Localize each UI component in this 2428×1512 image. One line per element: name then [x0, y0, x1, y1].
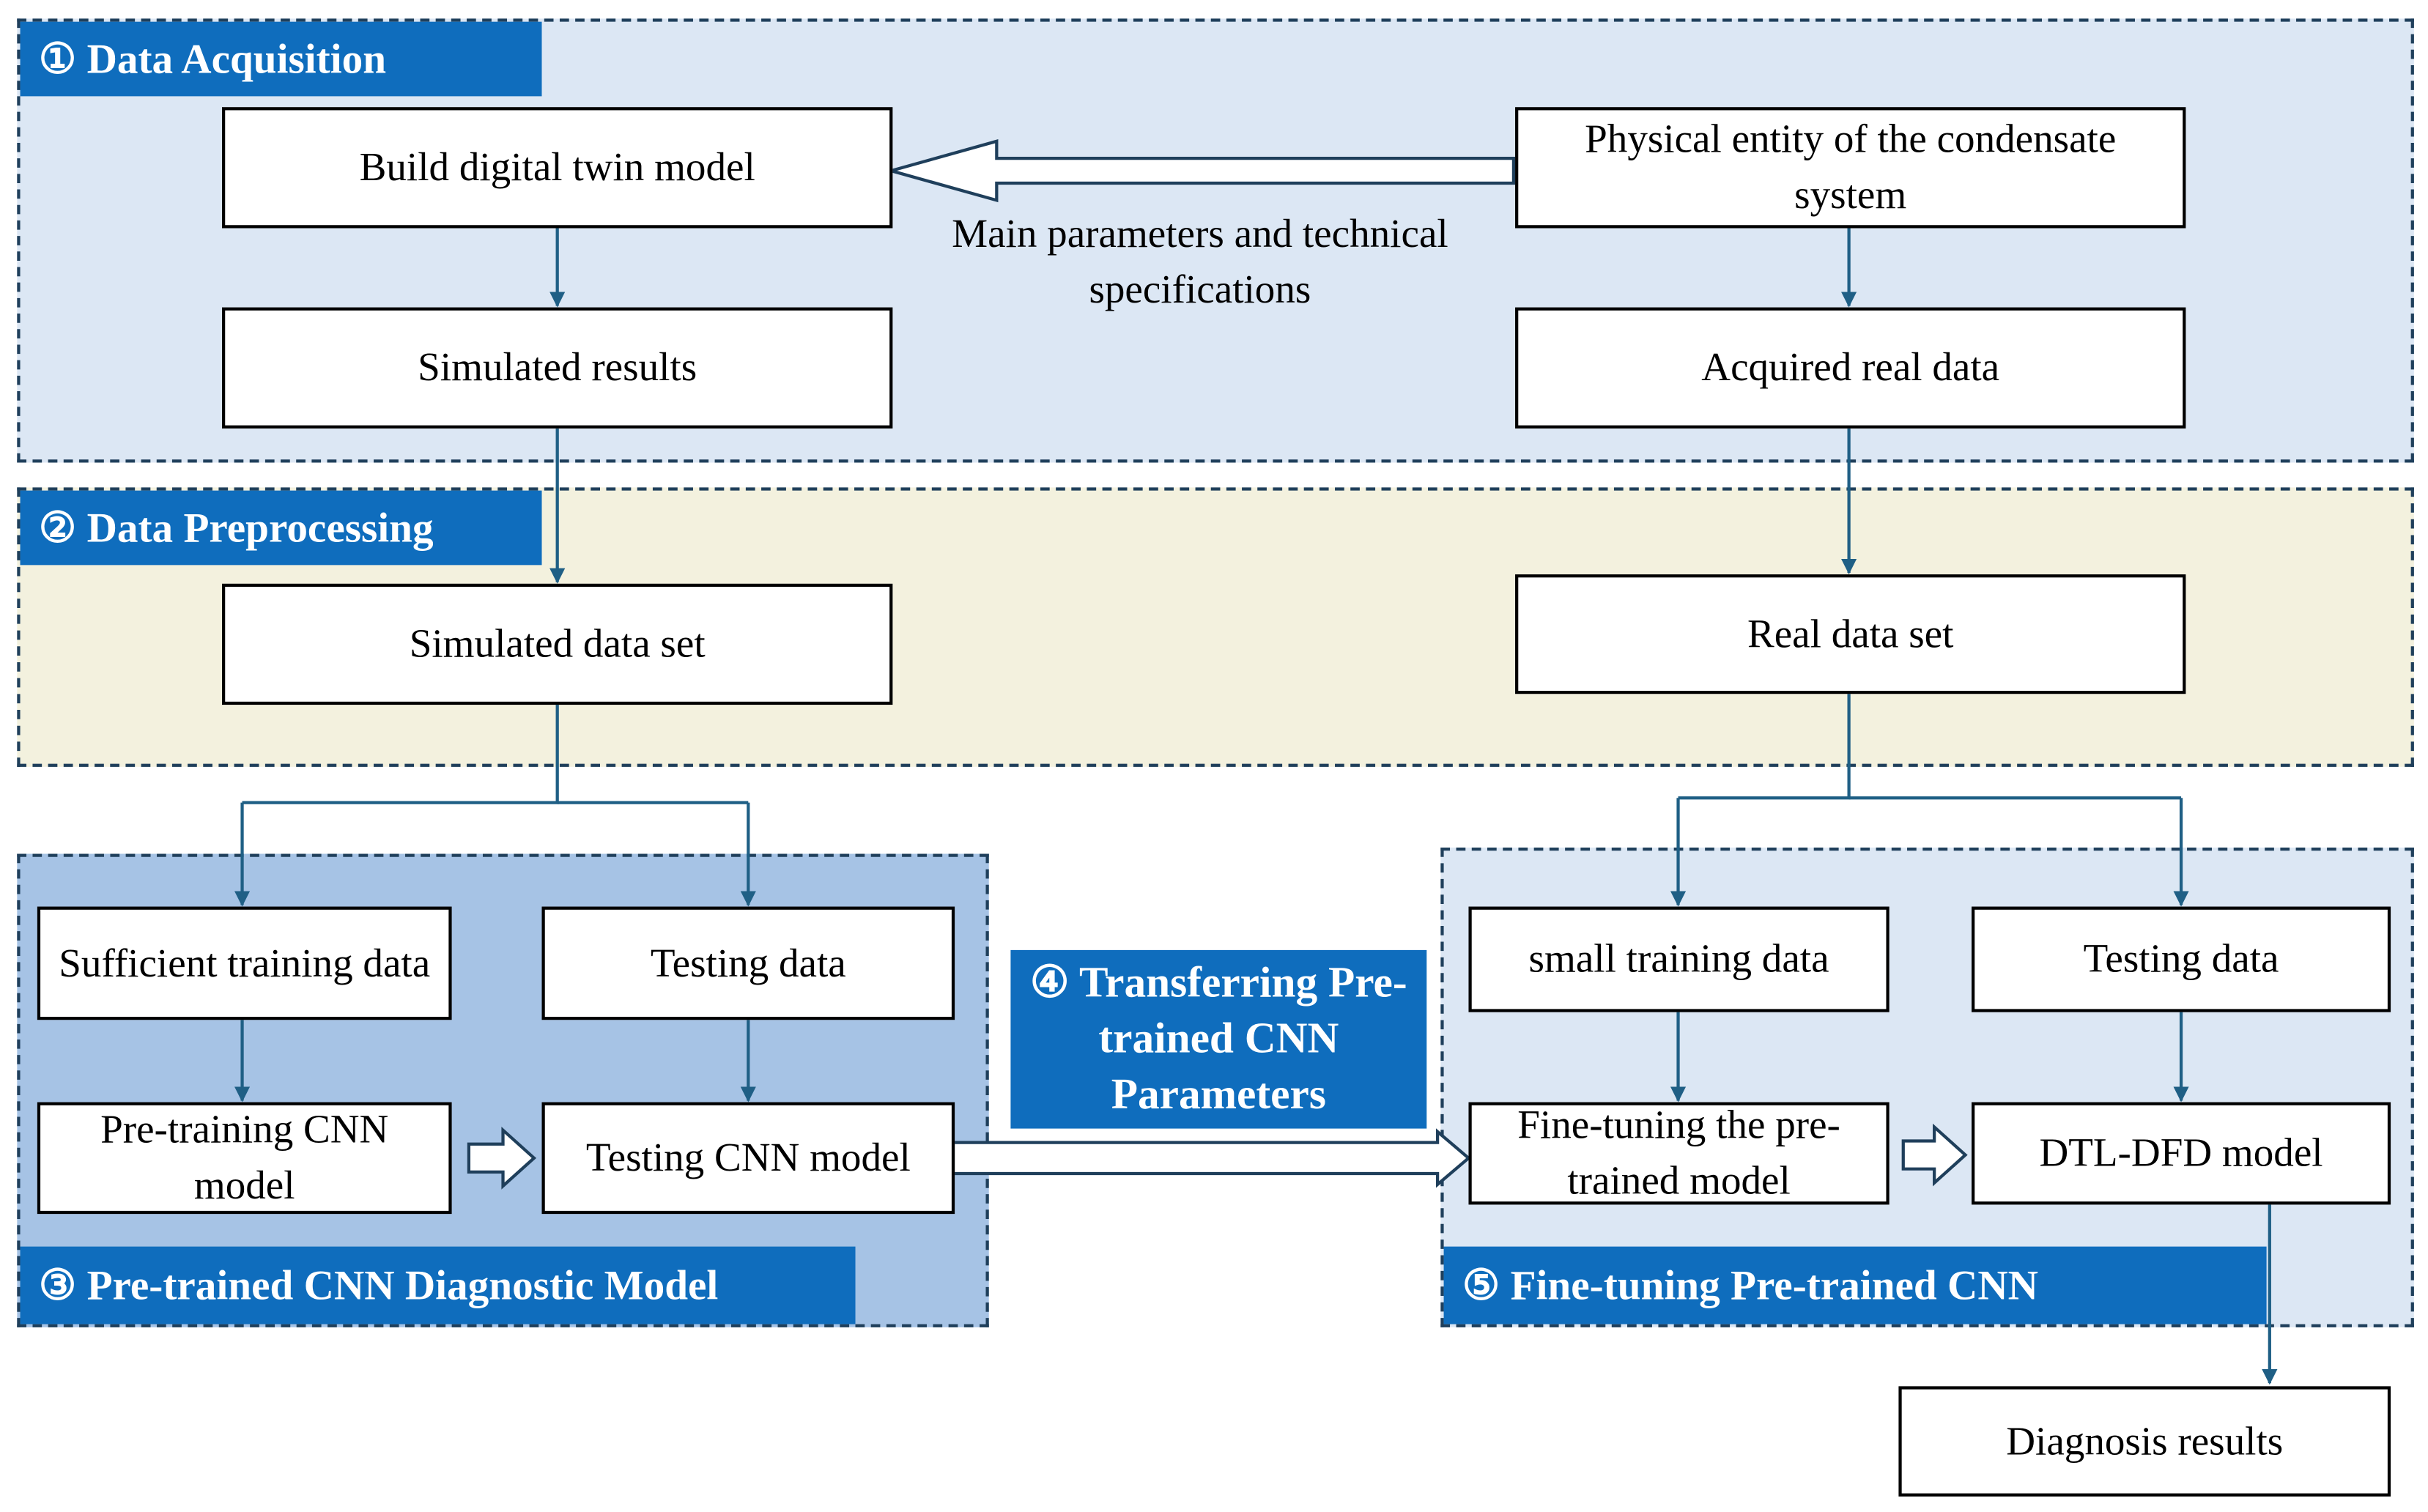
- pretrained-cnn-tag: ③ Pre-trained CNN Diagnostic Model: [20, 1246, 856, 1324]
- finetuning-model-box: Fine-tuning the pre-trained model: [1468, 1102, 1890, 1205]
- split-simulated-set: [242, 703, 559, 804]
- data-preprocessing-tag: ② Data Preprocessing: [20, 490, 542, 566]
- pretraining-cnn-model-box: Pre-training CNN model: [37, 1102, 452, 1215]
- block-arrow-parameters: [885, 139, 1516, 203]
- transfer-parameters-label: ④ Transferring Pre-trained CNN Parameter…: [1010, 949, 1427, 1129]
- physical-entity-box: Physical entity of the condensate system: [1515, 107, 2186, 229]
- real-data-set-box: Real data set: [1515, 574, 2186, 694]
- block-arrow-pretrain-to-test: [467, 1126, 537, 1190]
- simulated-results-box: Simulated results: [222, 307, 893, 429]
- split-real-set: [1678, 692, 1851, 800]
- small-training-data-box: small training data: [1468, 906, 1890, 1012]
- finetune-tag: ⑤ Fine-tuning Pre-trained CNN: [1443, 1246, 2267, 1324]
- testing-data-right-box: Testing data: [1972, 906, 2391, 1012]
- testing-cnn-model-box: Testing CNN model: [541, 1102, 955, 1215]
- data-acquisition-tag: ① Data Acquisition: [20, 21, 542, 97]
- build-digital-twin-box: Build digital twin model: [222, 107, 893, 229]
- dtl-dfd-model-box: DTL-DFD model: [1972, 1102, 2391, 1205]
- testing-data-left-box: Testing data: [541, 906, 955, 1020]
- acquired-real-data-box: Acquired real data: [1515, 307, 2186, 429]
- block-arrow-finetune-to-dtl: [1901, 1123, 1968, 1187]
- block-arrow-transfer: [951, 1128, 1471, 1188]
- main-parameters-label: Main parameters and technical specificat…: [952, 211, 1448, 312]
- sufficient-training-data-box: Sufficient training data: [37, 906, 452, 1020]
- diagnosis-results-box: Diagnosis results: [1898, 1386, 2391, 1497]
- simulated-data-set-box: Simulated data set: [222, 583, 893, 705]
